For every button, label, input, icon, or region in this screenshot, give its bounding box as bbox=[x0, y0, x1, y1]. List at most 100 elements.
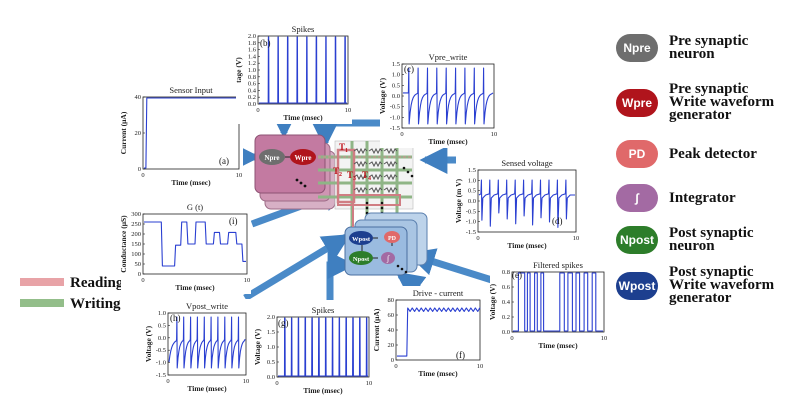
plot-gt-xtick: 10 bbox=[244, 277, 251, 284]
plot-spikes_b-ytick: 1.6 bbox=[248, 47, 257, 54]
path-legend: Reading Writing bbox=[20, 275, 124, 312]
plot-vpre-frame bbox=[401, 63, 495, 129]
plot-drive-ytick: 20 bbox=[388, 342, 395, 349]
transistor-t3-label: T3 bbox=[347, 170, 356, 182]
reading-label: Reading bbox=[70, 275, 124, 291]
plot-vpost-ytick: -1.0 bbox=[156, 360, 166, 367]
plot-filtered-ytick: 0.4 bbox=[502, 299, 511, 306]
plot-gt-tag: (i) bbox=[229, 216, 238, 226]
plot-spikes_g-ytick: 1.5 bbox=[267, 329, 275, 336]
plot-spikes_b-tag: (b) bbox=[260, 38, 271, 48]
plot-vpre-ytick: -1.5 bbox=[390, 125, 400, 132]
key-badge-label-4: Npost bbox=[620, 233, 654, 247]
plot-filtered-xtick: 10 bbox=[601, 335, 608, 342]
plot-drive-ytick: 0 bbox=[391, 357, 394, 364]
key-text-5: Write waveform bbox=[669, 277, 775, 293]
plot-sensed-xtick: 0 bbox=[476, 235, 479, 242]
plot-filtered-frame bbox=[511, 271, 605, 333]
key-text-2: Peak detector bbox=[669, 146, 757, 162]
plot-spikes_b-title: Spikes bbox=[292, 24, 315, 34]
plot-filtered-ytick: 0.8 bbox=[502, 269, 510, 276]
plot-sensor-tag: (a) bbox=[219, 156, 229, 166]
plot-drive-ytick: 40 bbox=[388, 327, 395, 334]
plot-sensed-tag: (d) bbox=[552, 216, 563, 226]
plot-filtered-ylabel: Voltage (V) bbox=[488, 283, 497, 320]
plot-gt-ytick: 150 bbox=[131, 241, 141, 248]
npre-node bbox=[259, 149, 285, 165]
plot-drive-trace bbox=[397, 307, 481, 357]
plot-gt-xtick: 0 bbox=[141, 277, 144, 284]
transistor-t4-label: T4 bbox=[362, 170, 371, 182]
npre-node-label: Npre bbox=[264, 154, 279, 162]
plot-gt-ytick: 300 bbox=[131, 211, 141, 218]
plot-filtered-tag: (e) bbox=[512, 270, 522, 280]
plot-sensed-ytick: 1.5 bbox=[468, 167, 476, 174]
key-badge-label-3: ∫ bbox=[634, 191, 640, 205]
plot-vpost-xlabel: Time (msec) bbox=[187, 384, 227, 393]
plot-spikes_g-xtick: 10 bbox=[366, 380, 373, 387]
plot-vpost-xtick: 10 bbox=[243, 378, 250, 385]
npost-node bbox=[349, 251, 373, 265]
key-text-5: Post synaptic bbox=[669, 264, 754, 280]
plot-gt-trace bbox=[144, 221, 246, 267]
plot-vpost-title: Vpost_write bbox=[186, 301, 228, 311]
plot-spikes_b-ytick: 0.0 bbox=[248, 101, 256, 108]
plot-sensed-ylabel: Voltage (m V) bbox=[454, 178, 463, 223]
plot-drive-xtick: 10 bbox=[477, 363, 484, 370]
key-text-0: Pre synaptic bbox=[669, 33, 749, 49]
key-badge-label-1: Wpre bbox=[622, 96, 652, 110]
key-badge-4 bbox=[616, 226, 658, 254]
plot-vpost-ytick: -1.5 bbox=[156, 372, 166, 379]
plot-sensed-ytick: -1.0 bbox=[466, 219, 476, 226]
plot-sensor-ytick: 0 bbox=[138, 166, 141, 173]
plot-filtered-ytick: 0.2 bbox=[502, 314, 510, 321]
key-badge-label-5: Wpost bbox=[619, 279, 656, 293]
plot-gt-ylabel: Conductance (μS) bbox=[119, 215, 128, 273]
plot-vpost-xtick: 0 bbox=[166, 378, 169, 385]
plot-spikes_b-xtick: 10 bbox=[345, 107, 352, 114]
plot-gt-ytick: 250 bbox=[131, 221, 141, 228]
plot-vpost-frame bbox=[167, 312, 247, 376]
plot-vpre-xtick: 0 bbox=[400, 131, 403, 138]
plot-sensor-xtick: 10 bbox=[236, 172, 243, 179]
plot-spikes_b-ytick: 0.2 bbox=[248, 94, 256, 101]
transistor-t1-label: T1 bbox=[339, 142, 348, 154]
plot-gt-xlabel: Time (msec) bbox=[175, 283, 215, 292]
key-badge-3 bbox=[616, 184, 658, 212]
key-badge-0 bbox=[616, 34, 658, 62]
plot-drive-xlabel: Time (msec) bbox=[418, 369, 458, 378]
plot-spikes_b-ytick: 0.4 bbox=[248, 87, 257, 94]
key-text-1: generator bbox=[669, 107, 732, 123]
key-badge-5 bbox=[616, 272, 658, 300]
plot-spikes_g-ytick: 0.0 bbox=[267, 374, 275, 381]
key-text-4: neuron bbox=[669, 238, 715, 254]
key-badge-label-0: Npre bbox=[623, 41, 651, 55]
plot-drive-xtick: 0 bbox=[394, 363, 397, 370]
plot-filtered-title: Filtered spikes bbox=[533, 260, 583, 270]
plot-vpost-ytick: 1.0 bbox=[158, 310, 166, 317]
plot-spikes_b-ytick: 0.8 bbox=[248, 74, 256, 81]
plot-spikes_g-ylabel: Voltage (V) bbox=[253, 328, 262, 365]
plot-sensed-ytick: -0.5 bbox=[466, 208, 476, 215]
npost-node-label: Npost bbox=[353, 256, 370, 263]
plot-drive-ytick: 60 bbox=[388, 312, 395, 319]
plot-spikes_b-trace bbox=[259, 36, 347, 104]
plot-sensed-xlabel: Time (msec) bbox=[507, 241, 547, 250]
writing-swatch bbox=[20, 299, 64, 307]
plot-drive-ylabel: Current (μA) bbox=[372, 308, 381, 351]
key-badge-1 bbox=[616, 89, 658, 117]
post-neuron-stack: Wpost PD Npost ∫ bbox=[344, 203, 428, 276]
plot-sensed-xtick: 10 bbox=[573, 235, 580, 242]
plot-spikes_g-ytick: 0.5 bbox=[267, 359, 275, 366]
writing-label: Writing bbox=[70, 296, 121, 312]
wpost-node-label: Wpost bbox=[352, 236, 371, 243]
